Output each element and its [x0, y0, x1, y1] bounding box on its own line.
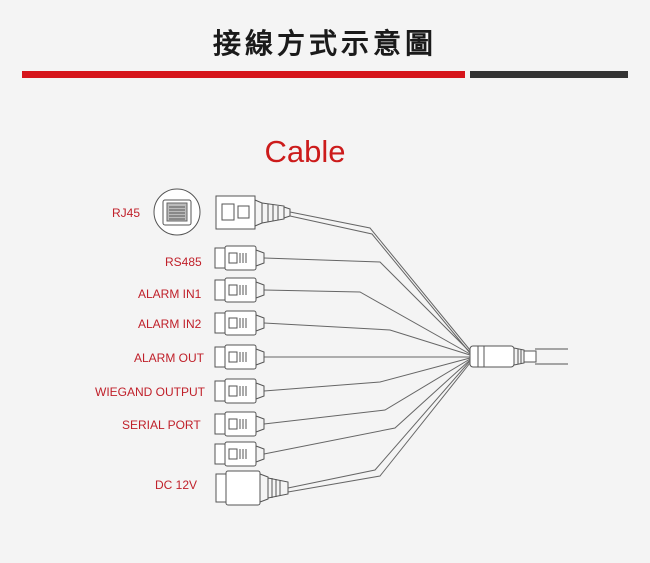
- diagram-title: Cable: [264, 134, 346, 169]
- label-rs485: RS485: [165, 255, 202, 269]
- label-alarm-in2: ALARM IN2: [138, 317, 202, 331]
- alarm-in1-connector-icon: [214, 277, 265, 303]
- label-wiegand-output: WIEGAND OUTPUT: [95, 385, 205, 399]
- dc-barrel-connector-icon: [215, 470, 289, 506]
- unlabeled-connector-icon: [214, 441, 265, 467]
- rj45-plug-icon: [215, 195, 291, 230]
- page-title: 接線方式示意圖: [212, 27, 437, 60]
- label-rj45: RJ45: [112, 206, 141, 220]
- alarm-in2-connector-icon: [214, 310, 265, 336]
- wiegand-connector-icon: [214, 378, 265, 404]
- label-alarm-out: ALARM OUT: [134, 351, 205, 365]
- header-accent-bar-red: [22, 71, 465, 78]
- label-dc-12v: DC 12V: [155, 478, 198, 492]
- rs485-connector-icon: [214, 245, 265, 271]
- label-serial-port: SERIAL PORT: [122, 418, 201, 432]
- wires: [263, 211, 471, 493]
- serial-port-connector-icon: [214, 411, 265, 437]
- alarm-out-connector-icon: [214, 344, 265, 370]
- main-cable: [469, 345, 568, 368]
- rj45-port-icon: [153, 188, 201, 236]
- label-alarm-in1: ALARM IN1: [138, 287, 202, 301]
- header-accent-bar-dark: [470, 71, 628, 78]
